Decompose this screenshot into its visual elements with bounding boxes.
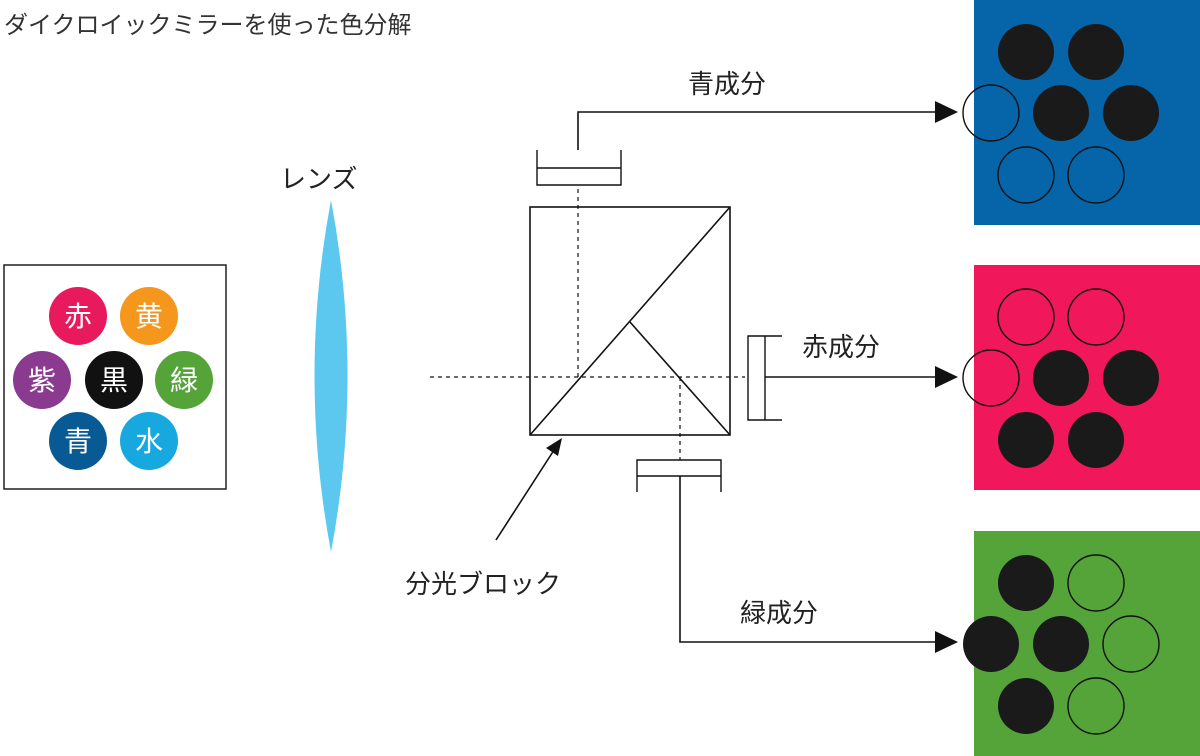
green-output-line xyxy=(679,476,935,643)
output-disc-filled xyxy=(1103,85,1159,141)
output-disc-filled xyxy=(998,412,1054,468)
output-panel-red xyxy=(962,265,1200,490)
source-disc: 赤 xyxy=(49,287,107,345)
output-disc-empty xyxy=(962,84,1020,142)
output-disc-empty xyxy=(997,288,1055,346)
output-disc-filled xyxy=(963,616,1019,672)
lens xyxy=(314,200,348,552)
source-disc-circle xyxy=(49,412,107,470)
output-disc-filled xyxy=(1103,350,1159,406)
output-disc-filled xyxy=(1033,350,1089,406)
green-label: 緑成分 xyxy=(740,599,818,629)
source-disc-circle xyxy=(155,351,213,409)
source-disc: 緑 xyxy=(155,351,213,409)
source-disc: 青 xyxy=(49,412,107,470)
source-disc-circle xyxy=(85,351,143,409)
blue-arrow xyxy=(935,101,958,123)
source-image-box xyxy=(3,264,227,490)
output-disc-empty xyxy=(1067,554,1125,612)
output-disc-empty xyxy=(1067,146,1125,204)
lens-label: レンズ xyxy=(280,165,357,195)
source-disc-label: 青 xyxy=(64,425,92,458)
source-disc: 水 xyxy=(120,412,178,470)
green-arrow xyxy=(935,631,958,653)
prism-pointer-arrow xyxy=(546,438,562,456)
output-disc-filled xyxy=(1033,616,1089,672)
output-disc-empty xyxy=(1067,677,1125,735)
source-disc-label: 赤 xyxy=(64,300,92,333)
prism-block xyxy=(529,206,731,436)
output-disc-filled xyxy=(1033,85,1089,141)
output-panel-green xyxy=(963,531,1200,756)
output-disc-filled xyxy=(1068,412,1124,468)
source-disc: 黒 xyxy=(85,351,143,409)
output-disc-empty xyxy=(1067,288,1125,346)
source-disc-label: 緑 xyxy=(170,364,198,397)
red-label: 赤成分 xyxy=(802,333,880,363)
output-disc-empty xyxy=(997,146,1055,204)
output-panel-blue xyxy=(962,0,1200,225)
blue-label: 青成分 xyxy=(688,70,766,100)
output-disc-filled xyxy=(998,555,1054,611)
output-disc-empty xyxy=(1102,615,1160,673)
output-disc-empty xyxy=(962,349,1020,407)
source-disc: 紫 xyxy=(13,351,71,409)
source-disc-circle xyxy=(120,412,178,470)
source-disc-circle xyxy=(120,287,178,345)
source-disc-circle xyxy=(49,287,107,345)
output-disc-filled xyxy=(1068,24,1124,80)
prism-pointer-line xyxy=(495,446,557,541)
source-disc-label: 水 xyxy=(135,425,163,458)
blue-output-line xyxy=(577,111,935,150)
source-disc-label: 紫 xyxy=(28,364,56,397)
red-arrow xyxy=(935,366,958,388)
output-disc-filled xyxy=(998,678,1054,734)
source-disc: 黄 xyxy=(120,287,178,345)
source-disc-circle xyxy=(13,351,71,409)
dichroic-mirror-blue xyxy=(529,206,731,436)
source-disc-label: 黒 xyxy=(100,364,128,397)
diagram-title: ダイクロイックミラーを使った色分解 xyxy=(4,11,412,39)
output-panels xyxy=(962,0,1200,756)
output-disc-filled xyxy=(998,24,1054,80)
source-discs: 赤 黄紫 黒 緑青 水 xyxy=(13,287,213,470)
source-disc-label: 黄 xyxy=(135,300,163,333)
prism-label: 分光ブロック xyxy=(405,570,561,600)
